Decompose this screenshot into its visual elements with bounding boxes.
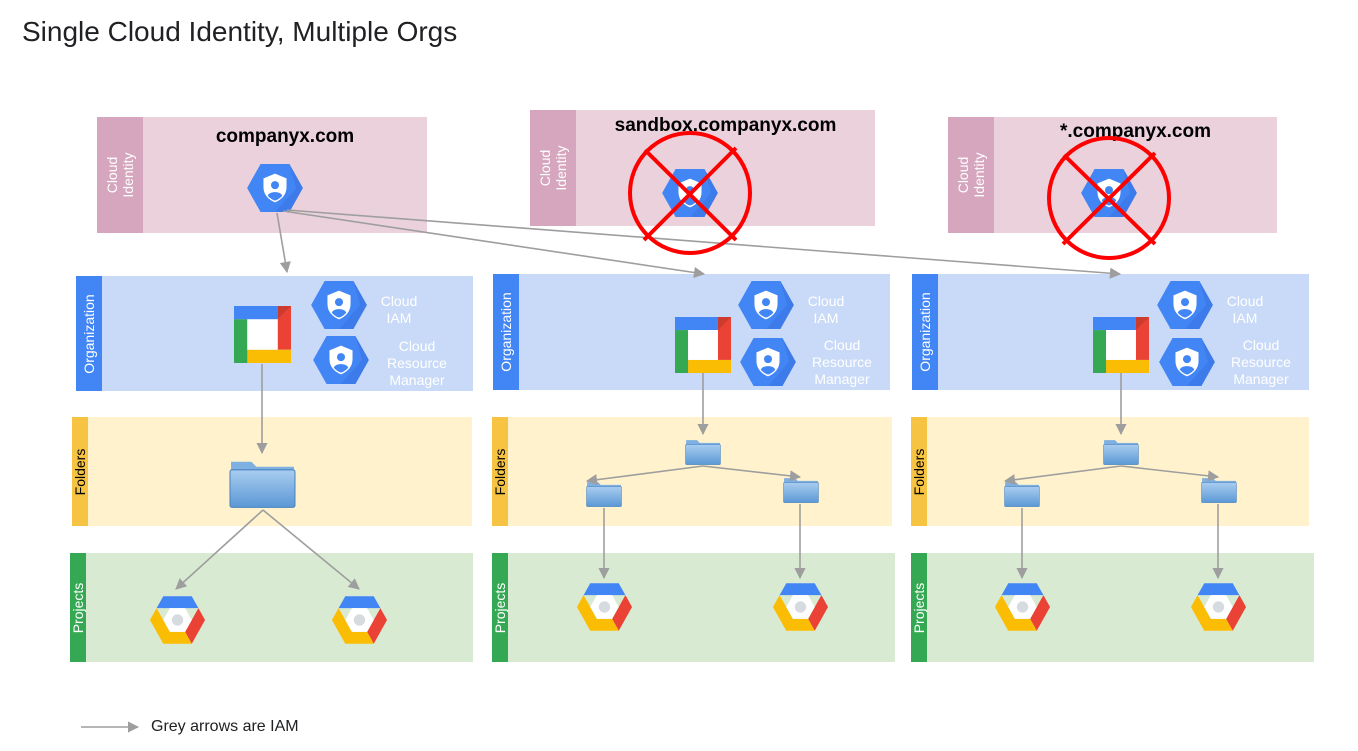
iam-arrow [702,465,802,482]
iam-arrow [262,509,360,590]
cloud-iam-label: Cloud IAM [380,293,418,326]
page-title: Single Cloud Identity, Multiple Orgs [22,16,458,47]
folders-panel-3: Folders [911,417,1309,526]
projects-panel-2: Projects [492,553,895,662]
domain-label: *.companyx.com [1060,121,1211,142]
cloud-resource-manager-label: Cloud Resource Manager [1231,337,1291,387]
cloud-iam-label: Cloud IAM [1226,293,1264,326]
folders-panel-2: Folders [492,417,892,526]
iam-arrow [276,212,291,274]
iam-arrow [1120,465,1220,482]
projects-panel-1: Projects [70,553,473,662]
iam-arrow [282,210,706,279]
legend-text: Grey arrows are IAM [151,718,299,735]
legend-arrow-icon [81,721,140,733]
iam-arrow [1003,465,1122,486]
iam-arrow [175,509,264,590]
iam-arrow [286,209,1122,279]
red-cross-icon [628,131,752,255]
domain-label: sandbox.companyx.com [614,115,837,136]
cloud-resource-manager-label: Cloud Resource Manager [812,337,872,387]
domain-label: companyx.com [215,126,355,147]
cloud-iam-label: Cloud IAM [807,293,845,326]
red-cross-icon [1047,136,1171,260]
iam-arrow [585,465,704,486]
projects-panel-3: Projects [911,553,1314,662]
cloud-resource-manager-label: Cloud Resource Manager [387,338,447,388]
